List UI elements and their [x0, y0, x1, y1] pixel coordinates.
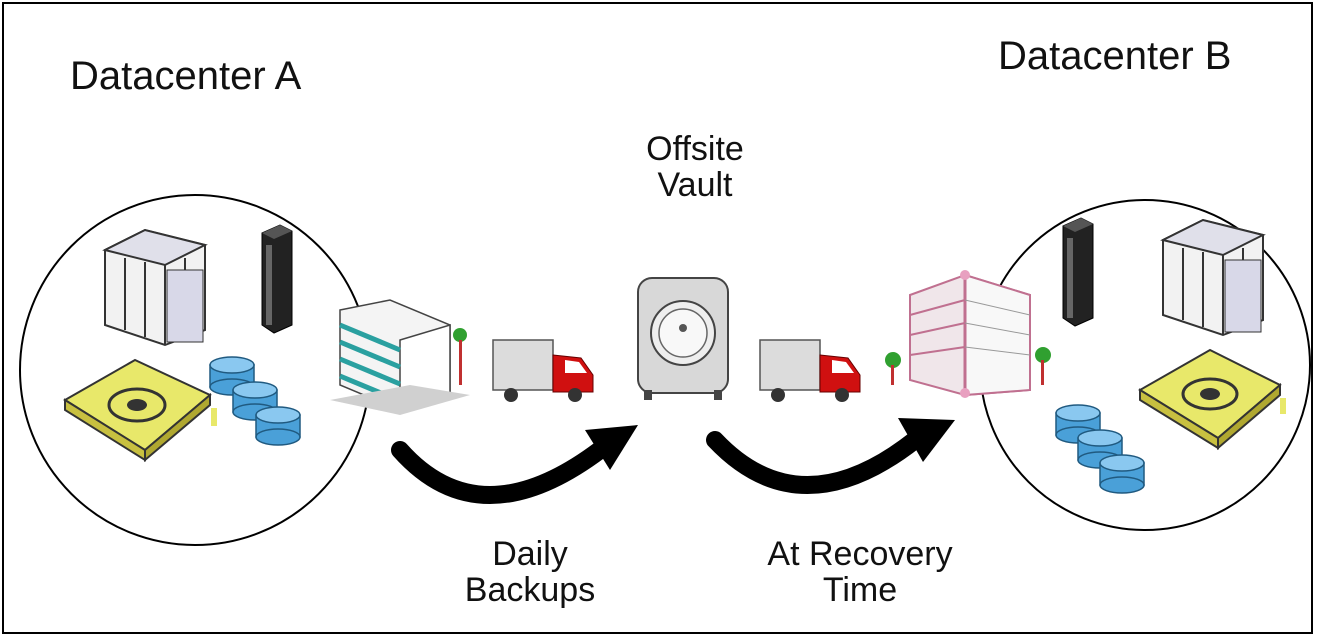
datacenter-b-title: Datacenter B: [998, 34, 1232, 78]
recovery-time-line1: At Recovery: [767, 535, 953, 573]
tape-cartridge-icon: [63, 358, 217, 463]
datacenter-a-title: Datacenter A: [70, 54, 302, 98]
tape-cartridge-b-icon: [1138, 348, 1286, 451]
disk-stack-b-icon: [1055, 404, 1145, 494]
daily-backups-line1: Daily: [492, 535, 568, 573]
vault-safe-icon: [637, 277, 729, 400]
daily-backups-arrow: [391, 425, 638, 504]
delivery-truck-1-icon: [492, 339, 594, 402]
mainframe-b-icon: [1160, 218, 1266, 337]
vault-label: Offsite Vault: [610, 130, 780, 204]
delivery-truck-2-icon: [759, 339, 861, 402]
recovery-arrow: [706, 418, 955, 494]
vault-label-line1: Offsite: [646, 130, 744, 168]
tower-server-icon: [261, 224, 293, 334]
recovery-time-line2: Time: [822, 570, 898, 609]
tower-server-b-icon: [1062, 217, 1094, 327]
recovery-time-label: At Recovery Time: [720, 535, 1000, 609]
office-building-a-icon: [330, 299, 470, 415]
office-building-b-icon: [885, 270, 1051, 398]
disk-stack-icon: [209, 356, 301, 446]
daily-backups-label: Daily Backups: [430, 535, 630, 609]
daily-backups-line2: Backups: [464, 570, 596, 609]
mainframe-icon: [102, 228, 208, 347]
vault-label-line2: Vault: [657, 165, 733, 204]
